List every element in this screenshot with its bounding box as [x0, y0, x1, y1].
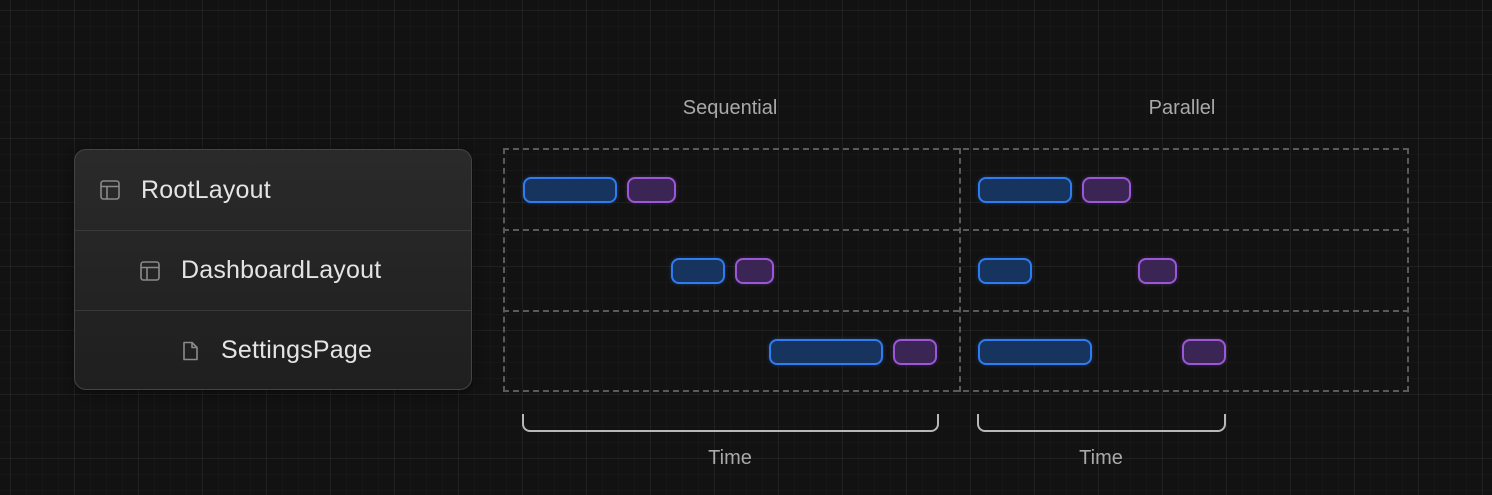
- parallel-root-layout-fetch-bar: [978, 177, 1072, 203]
- timeline-column-divider: [959, 148, 961, 392]
- sequential-settings-page-render-bar: [893, 339, 937, 365]
- parallel-root-layout-render-bar: [1082, 177, 1131, 203]
- parallel-title: Parallel: [1148, 97, 1216, 119]
- tree-row-root-layout: RootLayout: [75, 150, 471, 230]
- sequential-settings-page-fetch-bar: [769, 339, 883, 365]
- sequential-time-bracket: [522, 414, 939, 432]
- tree-label: SettingsPage: [221, 336, 373, 364]
- file-icon: [179, 340, 201, 362]
- parallel-settings-page-render-bar: [1182, 339, 1226, 365]
- sequential-root-layout-render-bar: [627, 177, 676, 203]
- parallel-settings-page-fetch-bar: [978, 339, 1092, 365]
- sequential-time-label: Time: [708, 447, 752, 469]
- timeline-row-divider: [503, 310, 1409, 312]
- sequential-root-layout-fetch-bar: [523, 177, 617, 203]
- sequential-title: Sequential: [682, 97, 778, 119]
- tree-row-settings-page: SettingsPage: [75, 310, 471, 389]
- tree-label: RootLayout: [141, 175, 271, 204]
- parallel-dashboard-layout-render-bar: [1138, 258, 1177, 284]
- sequential-dashboard-layout-fetch-bar: [671, 258, 725, 284]
- layout-icon: [139, 260, 161, 282]
- sequential-dashboard-layout-render-bar: [735, 258, 774, 284]
- route-tree-panel: RootLayout DashboardLayout SettingsPage: [74, 149, 472, 390]
- layout-icon: [99, 179, 121, 201]
- parallel-time-label: Time: [1079, 447, 1123, 469]
- tree-label: DashboardLayout: [181, 256, 382, 284]
- parallel-dashboard-layout-fetch-bar: [978, 258, 1032, 284]
- timeline-grid: [503, 148, 1409, 392]
- tree-row-dashboard-layout: DashboardLayout: [75, 230, 471, 310]
- parallel-time-bracket: [977, 414, 1226, 432]
- timeline-row-divider: [503, 229, 1409, 231]
